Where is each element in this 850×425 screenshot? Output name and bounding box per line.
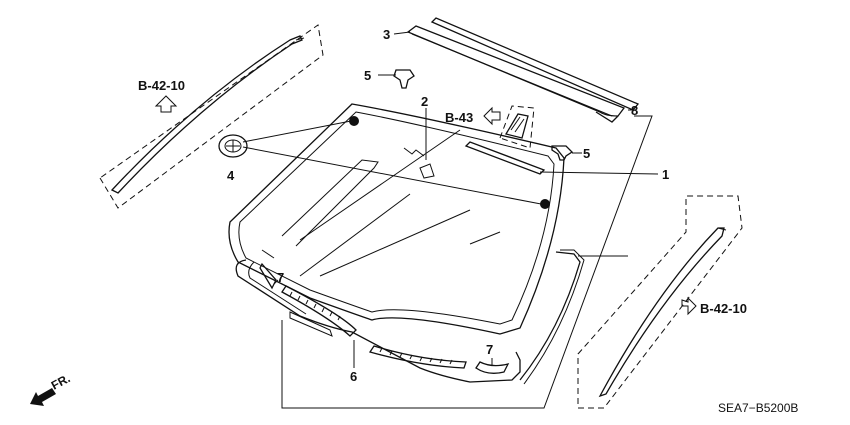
- callout-2: 2: [421, 94, 428, 109]
- windshield-outline: [228, 103, 565, 335]
- rain-sensor-group: B-43: [445, 105, 535, 149]
- black-dot-right: [540, 199, 550, 209]
- left-dashed-boundary: [99, 24, 324, 209]
- upper-dam-rubber: [464, 141, 546, 175]
- corner-piece-7-right: [475, 361, 510, 374]
- front-arrow-icon: [30, 388, 56, 406]
- callout-4: 4: [227, 168, 235, 183]
- corner-piece-7-left: [259, 262, 277, 290]
- front-direction-indicator: FR.: [30, 371, 72, 406]
- ref-left-label: B-42-10: [138, 78, 185, 93]
- ref-left-group: B-42-10: [138, 78, 185, 113]
- black-dot-upper: [349, 116, 359, 126]
- callout-7-left: 7: [277, 270, 284, 285]
- callout-3: 3: [383, 27, 390, 42]
- mirror-base-part-4: [218, 134, 248, 158]
- left-pillar-molding: [110, 35, 303, 194]
- right-pillar-molding: [598, 227, 725, 398]
- callout-1: 1: [662, 167, 669, 182]
- rain-sensor-cover: [504, 113, 529, 139]
- top-molding-group: [406, 17, 640, 123]
- lower-dam-rubber-left: [281, 285, 357, 337]
- up-arrow-icon: [154, 95, 178, 113]
- right-pillar-molding-group: [577, 195, 743, 409]
- callout-7-right: 7: [486, 342, 493, 357]
- ref-center-label: B-43: [445, 110, 473, 125]
- right-dashed-boundary: [577, 195, 743, 409]
- clip-part-5-upper: [393, 69, 415, 89]
- roof-molding-upper: [430, 17, 640, 111]
- left-pillar-molding-group: [99, 24, 324, 209]
- windshield-inner-edge: [238, 111, 555, 325]
- callout-5-lower: 5: [583, 146, 590, 161]
- right-arrow-icon: [681, 296, 697, 316]
- lower-dam-rubber-right: [368, 345, 467, 369]
- diagram-code: SEA7−B5200B: [718, 401, 798, 415]
- callout-6: 6: [350, 369, 357, 384]
- center-dashed-boundary: [499, 105, 535, 149]
- ref-right-group: B-42-10: [681, 296, 747, 316]
- left-arrow-icon: [483, 106, 501, 126]
- side-molding-right: [519, 251, 581, 381]
- lower-molding-group: [235, 249, 585, 385]
- callout-5-upper: 5: [364, 68, 371, 83]
- group-bracket: [281, 115, 653, 409]
- ref-right-label: B-42-10: [700, 301, 747, 316]
- windshield-glass: [228, 103, 565, 335]
- roof-molding-lower: [406, 25, 626, 117]
- callout-8: 8: [631, 103, 638, 118]
- lower-molding-outer: [235, 259, 521, 383]
